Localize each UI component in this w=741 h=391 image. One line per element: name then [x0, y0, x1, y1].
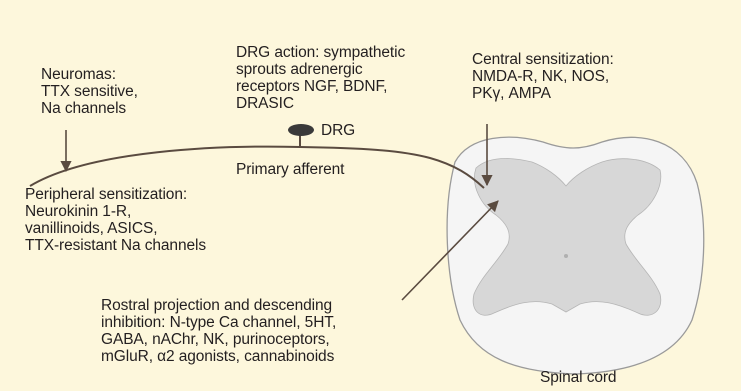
peripheral-sensitization-label: Peripheral sensitization: Neurokinin 1-R… [25, 186, 206, 254]
primary-afferent-label: Primary afferent [236, 161, 344, 178]
central-canal [564, 254, 568, 258]
spinal-cord-label: Spinal cord [540, 369, 616, 386]
drg-label: DRG [321, 122, 355, 139]
drg-action-label: DRG action: sympathetic sprouts adrenerg… [236, 44, 405, 112]
neuromas-label: Neuromas: TTX sensitive, Na channels [41, 66, 138, 117]
central-sensitization-label: Central sensitization: NMDA-R, NK, NOS, … [472, 51, 614, 102]
rostral-projection-label: Rostral projection and descending inhibi… [101, 297, 336, 365]
drg-ganglion [288, 124, 314, 136]
